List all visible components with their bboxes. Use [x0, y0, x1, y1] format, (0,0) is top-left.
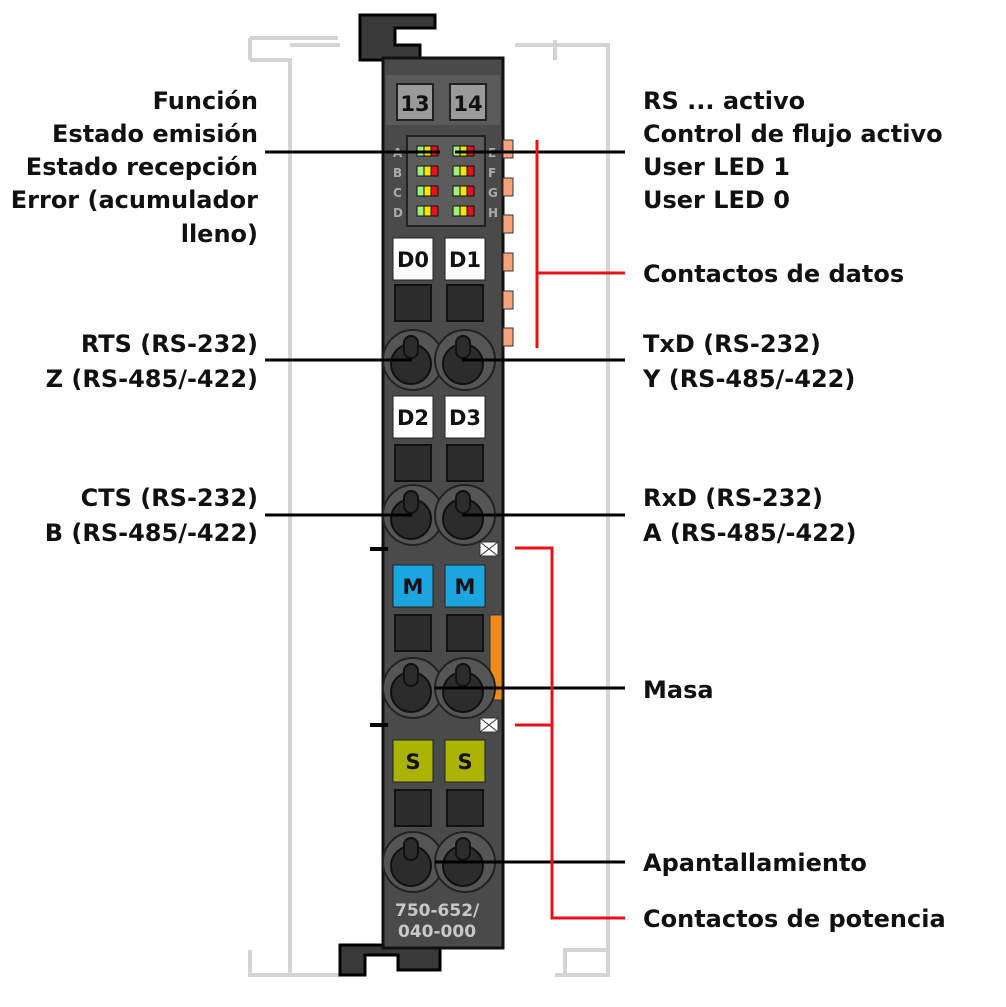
- terminal-13-label: 13: [400, 92, 429, 116]
- terminal-13: [396, 83, 434, 121]
- din-rail-outline: [248, 36, 610, 977]
- right-labels: RS ... activo Control de flujo activo Us…: [642, 87, 946, 933]
- led: [416, 165, 439, 177]
- label-estado-recepcion: Estado recepción: [26, 153, 258, 181]
- connector-tags: D0 D1 D2 D3 M M S S: [392, 237, 486, 783]
- label-error-cont: lleno): [181, 220, 258, 248]
- leader-lines: [265, 150, 625, 864]
- tag-d1: D1: [449, 248, 481, 272]
- tag-d3: D3: [449, 406, 481, 430]
- label-funcion: Función: [153, 87, 258, 115]
- terminal-14-label: 14: [453, 92, 482, 116]
- led: [416, 205, 439, 217]
- clamp-slot: [403, 663, 419, 687]
- label-apantallamiento: Apantallamiento: [643, 849, 867, 877]
- label-rts: RTS (RS-232): [81, 330, 258, 358]
- wire-entry: [446, 444, 484, 482]
- label-contactos-datos: Contactos de datos: [643, 260, 904, 288]
- clamp-slot: [455, 490, 471, 514]
- label-a: A (RS-485/-422): [643, 519, 857, 547]
- label-contactos-potencia: Contactos de potencia: [643, 905, 946, 933]
- led: [416, 185, 439, 197]
- tag-m2: M: [455, 575, 476, 599]
- label-z: Z (RS-485/-422): [46, 365, 258, 393]
- tag-d2: D2: [397, 406, 429, 430]
- wire-entry: [446, 284, 484, 322]
- model-number-line2: 040-000: [398, 922, 476, 942]
- wire-entry: [446, 789, 484, 827]
- bracket-lines: [515, 140, 625, 920]
- led-letter-c: C: [393, 186, 402, 200]
- led: [452, 185, 475, 197]
- led-letter-d: D: [393, 206, 403, 220]
- label-masa: Masa: [643, 676, 714, 704]
- led-letter-b: B: [393, 166, 402, 180]
- led-letter-g: G: [488, 186, 498, 200]
- terminal-14: [449, 83, 487, 121]
- label-control-flujo: Control de flujo activo: [643, 120, 943, 148]
- left-labels: Función Estado emisión Estado recepción …: [11, 87, 258, 547]
- label-estado-emision: Estado emisión: [52, 120, 258, 148]
- tag-s1: S: [405, 750, 420, 774]
- label-b: B (RS-485/-422): [45, 519, 258, 547]
- clamp-slot: [455, 335, 471, 359]
- led-letter-f: F: [488, 166, 496, 180]
- led-letter-h: H: [488, 206, 498, 220]
- label-rxd: RxD (RS-232): [643, 484, 823, 512]
- data-contacts: [502, 139, 514, 347]
- model-number-line1: 750-652/: [395, 901, 480, 921]
- label-error: Error (acumulador: [11, 186, 258, 214]
- wire-entry: [394, 789, 432, 827]
- tag-d0: D0: [397, 248, 429, 272]
- connector-slots: [382, 284, 496, 893]
- clamp-slot: [403, 837, 419, 861]
- wire-entry: [394, 444, 432, 482]
- led: [452, 165, 475, 177]
- wire-entry: [394, 614, 432, 652]
- clamp-slot: [403, 490, 419, 514]
- label-txd: TxD (RS-232): [643, 330, 821, 358]
- led: [452, 205, 475, 217]
- label-y: Y (RS-485/-422): [642, 365, 855, 393]
- label-rs-activo: RS ... activo: [643, 87, 805, 115]
- clamp-slot: [455, 837, 471, 861]
- clamp-slot: [455, 663, 471, 687]
- label-user-led-0: User LED 0: [643, 186, 790, 214]
- label-user-led-1: User LED 1: [643, 153, 790, 181]
- clamp-slot: [403, 335, 419, 359]
- top-clip: [358, 13, 437, 62]
- wire-entry: [394, 284, 432, 322]
- wire-entry: [446, 614, 484, 652]
- tag-s2: S: [457, 750, 472, 774]
- bottom-clip: [338, 943, 442, 977]
- label-cts: CTS (RS-232): [81, 484, 258, 512]
- tag-m1: M: [403, 575, 424, 599]
